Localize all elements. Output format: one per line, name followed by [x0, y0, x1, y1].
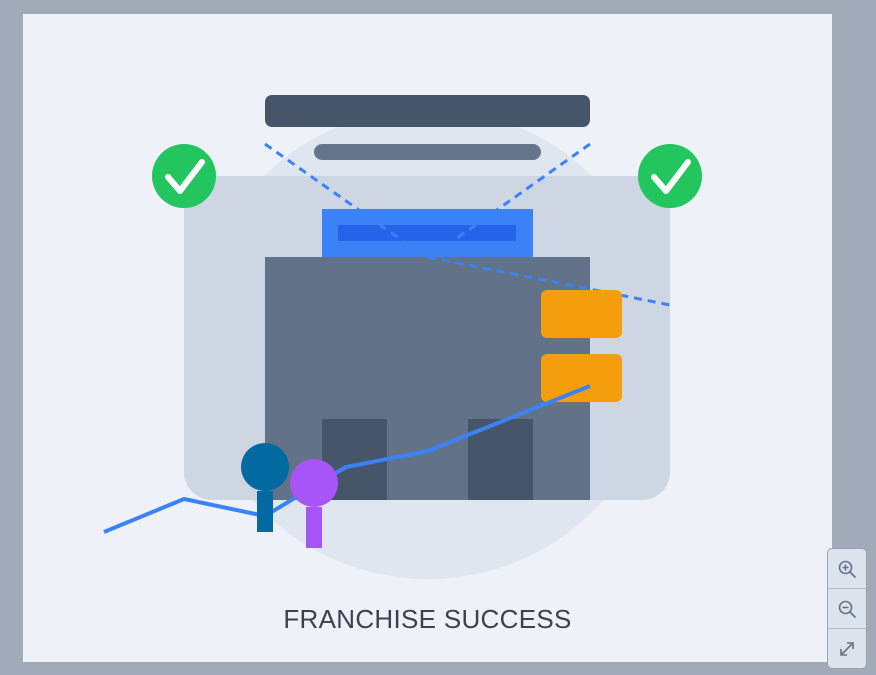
illustration-caption: FRANCHISE SUCCESS	[283, 604, 572, 634]
zoom-in-icon	[838, 560, 856, 578]
illustration-canvas: FRANCHISE SUCCESS	[23, 14, 832, 662]
store-body	[265, 257, 590, 500]
zoom-in-button[interactable]	[828, 549, 866, 588]
orange-panel-top	[541, 290, 622, 338]
zoom-out-button[interactable]	[828, 588, 866, 628]
roof-small-bar	[314, 144, 541, 160]
person-figure-purple	[290, 459, 338, 548]
check-circle-icon	[638, 144, 702, 208]
store-sign-inner	[338, 225, 516, 241]
fit-view-button[interactable]	[828, 628, 866, 668]
orange-panel-bottom	[541, 354, 622, 402]
check-circle-icon	[152, 144, 216, 208]
roof-bar	[265, 95, 590, 127]
zoom-controls	[827, 548, 867, 669]
expand-icon	[840, 641, 854, 656]
dashed-line-left	[264, 142, 404, 243]
franchise-illustration	[103, 95, 702, 579]
person-figure-blue	[241, 443, 289, 532]
zoom-out-icon	[838, 600, 856, 618]
